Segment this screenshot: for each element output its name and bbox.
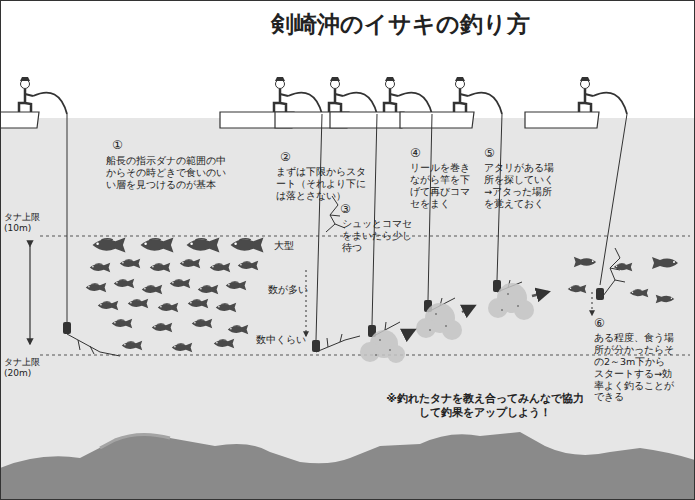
callout-number: ① xyxy=(112,138,132,153)
diagram-title: 剣崎沖のイサキの釣り方 xyxy=(180,10,620,39)
depth-label: タナ上限 (10m) xyxy=(4,212,50,235)
step-note: まずは下限からスタート（それより下には落とさない） xyxy=(276,166,372,202)
layer-label: 数中くらい xyxy=(256,334,316,346)
layer-label: 数が多い xyxy=(268,284,328,296)
step-note: シュッとコマセをまいたら少し待つ xyxy=(342,218,418,254)
step-note: ある程度、食う場所が分かったらその2～3m下からスタートする→効率よく釣ることが… xyxy=(594,332,674,403)
depth-label: タナ上限 (20m) xyxy=(4,357,50,380)
callout-number: ③ xyxy=(340,202,360,217)
step-note: リールを巻きながら竿を下げて再びコマセをまく xyxy=(410,162,476,210)
callout-number: ⑤ xyxy=(484,146,504,161)
footnote: ※釣れたタナを教え合ってみんなで協力して釣果をアップしよう！ xyxy=(385,392,585,420)
step-note: 船長の指示ダナの範囲の中からその時どきで食いのいい層を見つけるのが基本 xyxy=(106,155,228,191)
step-note: アタリがある場所を探していく→アタった場所を覚えておく xyxy=(484,162,560,210)
layer-label: 大型 xyxy=(274,240,314,252)
callout-number: ⑥ xyxy=(594,316,614,331)
callout-number: ② xyxy=(280,150,300,165)
callout-number: ④ xyxy=(410,146,430,161)
